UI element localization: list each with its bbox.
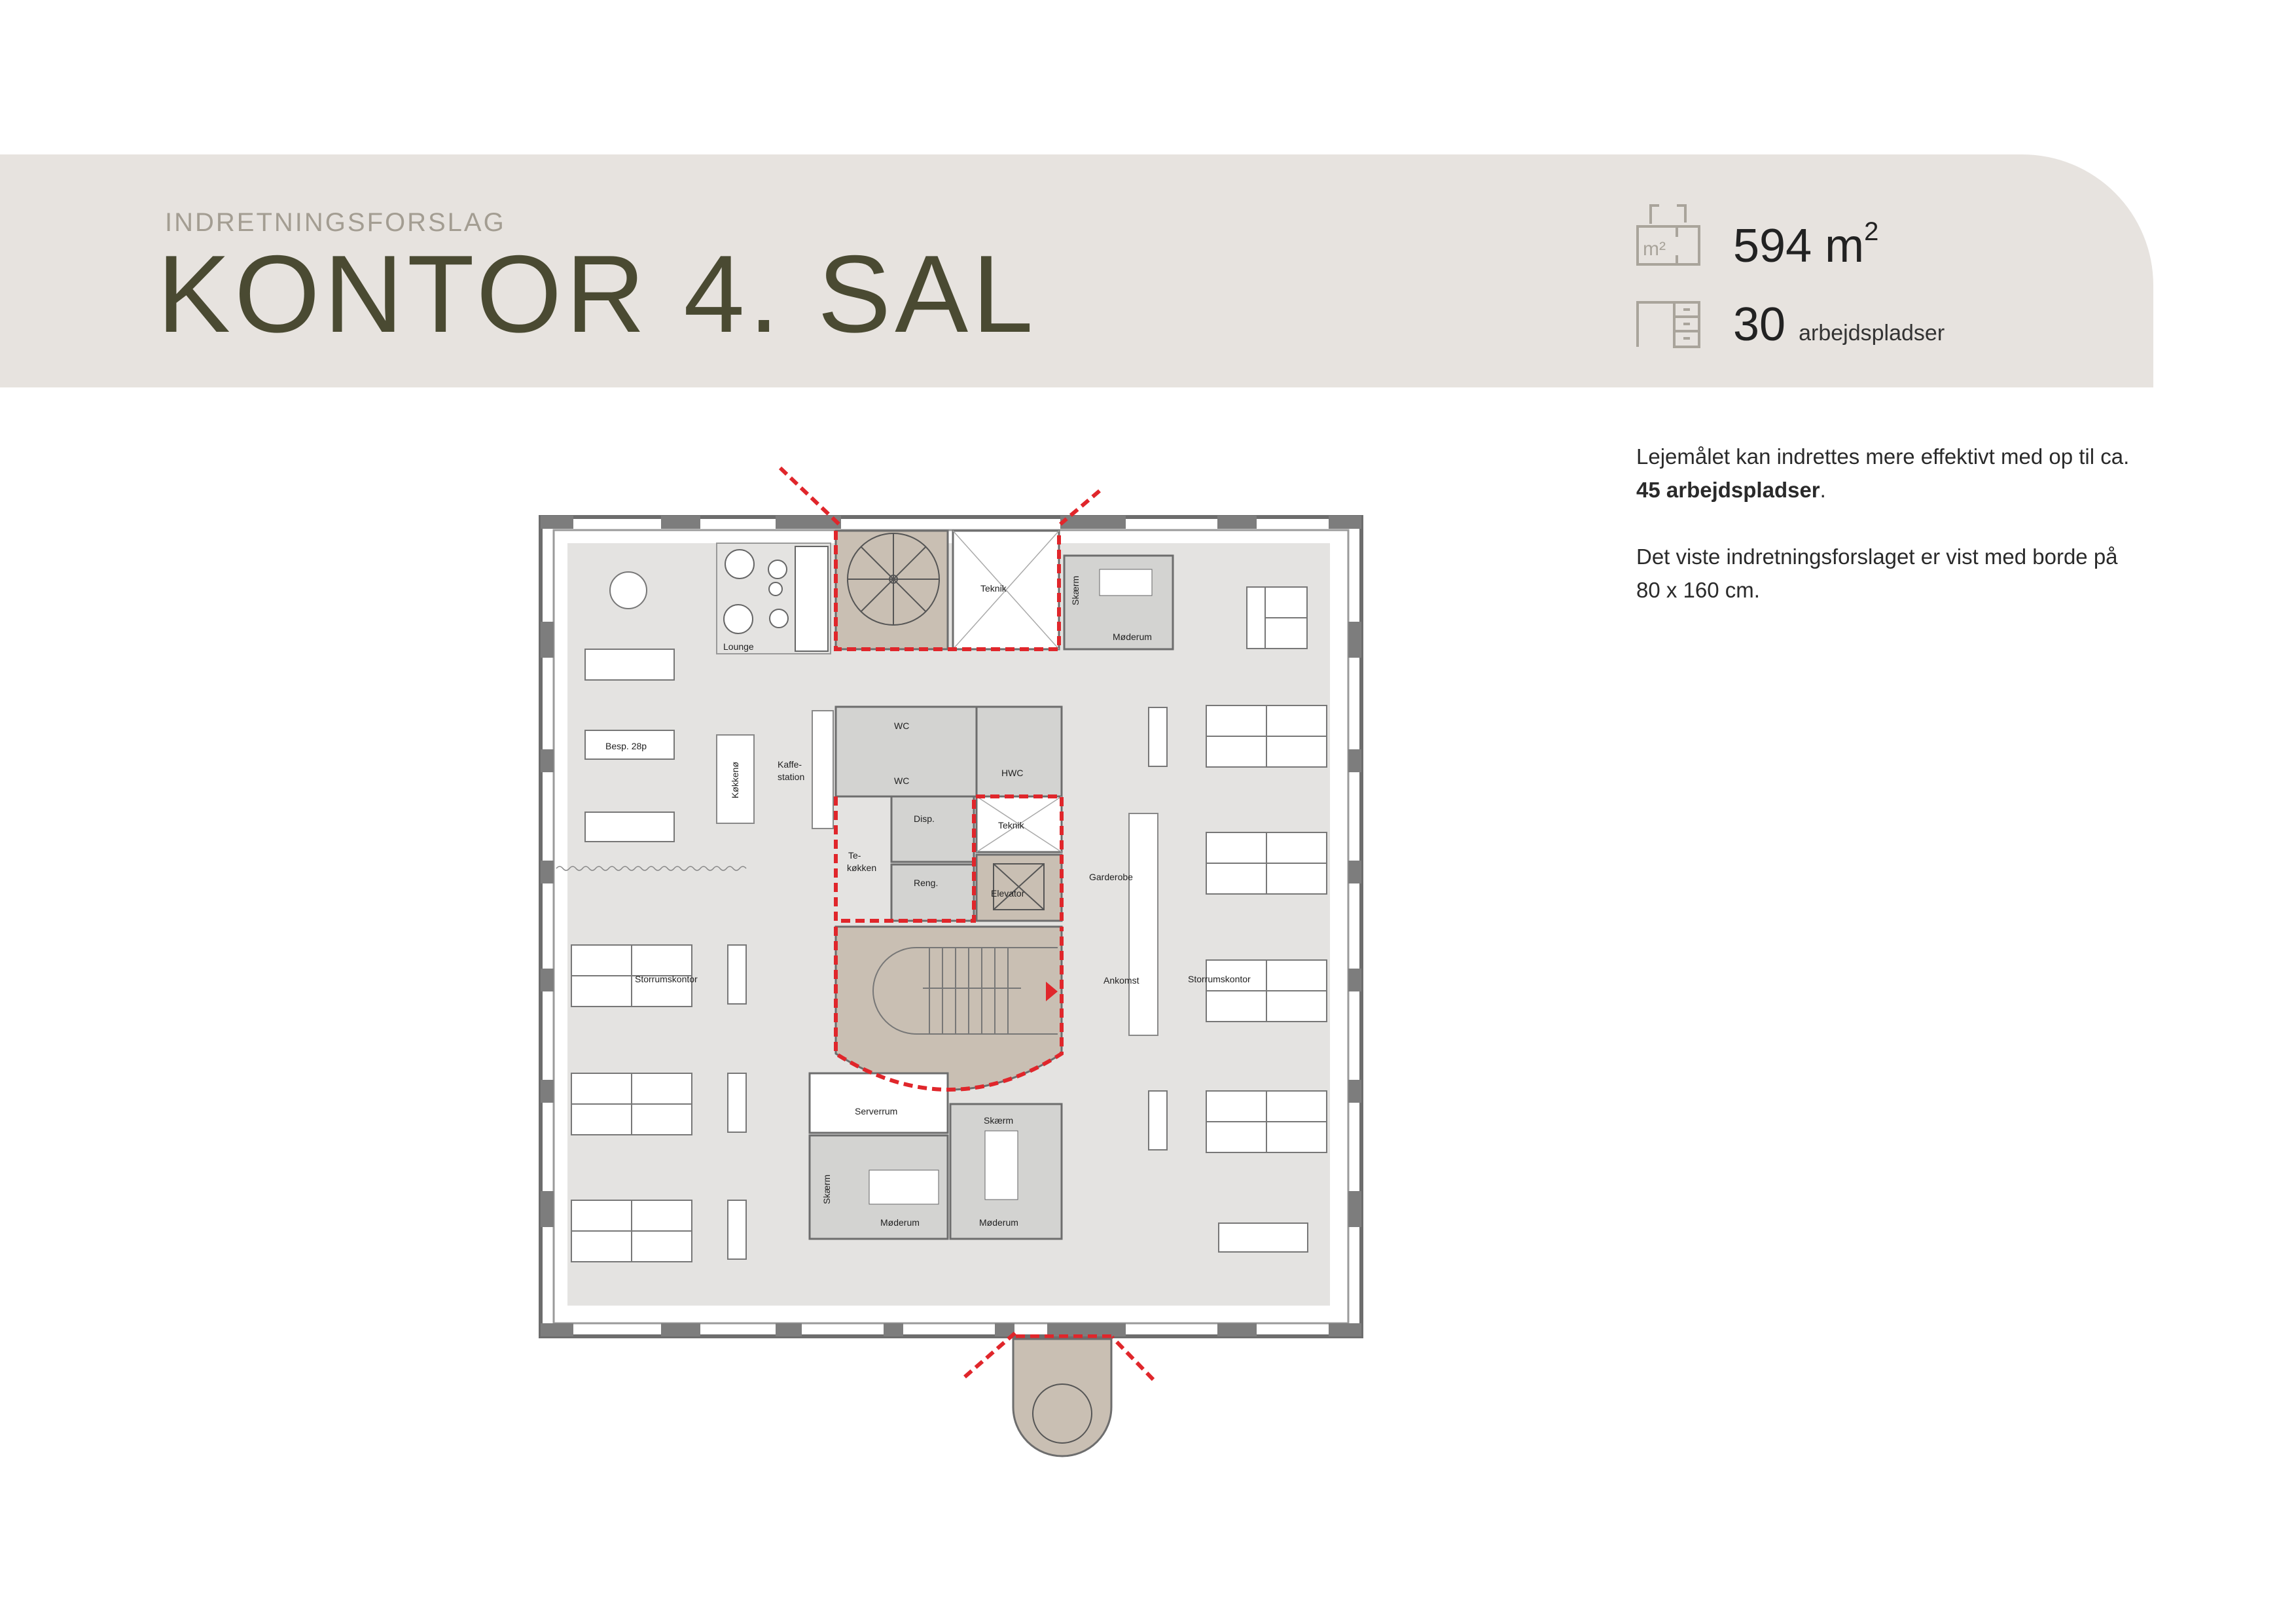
workstations-value: 30 bbox=[1733, 298, 1786, 351]
area-unit-sup: 2 bbox=[1864, 217, 1879, 246]
arrival-arrow-icon bbox=[1046, 982, 1058, 1001]
desks bbox=[571, 571, 1327, 1262]
kitchen-island bbox=[716, 734, 755, 824]
area-value: 594 m bbox=[1733, 220, 1865, 272]
description-p1: Lejemålet kan indrettes mere effektivt m… bbox=[1636, 440, 2134, 507]
label-reng: Reng. bbox=[914, 878, 938, 888]
label-te-2: køkken bbox=[847, 863, 876, 873]
floor-plan-m2-icon: m² bbox=[1636, 204, 1700, 266]
area-stat: 594 m2 bbox=[1733, 219, 1878, 272]
p1-end: . bbox=[1820, 478, 1826, 502]
label-storrum-right: Storrumskontor bbox=[1188, 974, 1251, 984]
label-kokkeno: Køkkenø bbox=[730, 762, 740, 798]
external-stair-icon bbox=[1032, 1383, 1092, 1444]
main-stair-icon bbox=[872, 947, 1058, 1035]
label-disp: Disp. bbox=[914, 813, 935, 824]
hwc-room bbox=[975, 705, 1063, 798]
curtain bbox=[556, 866, 747, 871]
workstations-unit: arbejdspladser bbox=[1799, 321, 1945, 346]
workstations-stat: 30 arbejdspladser bbox=[1733, 301, 1945, 348]
label-wc-1: WC bbox=[894, 721, 909, 731]
server-room bbox=[808, 1072, 949, 1134]
disp-room bbox=[890, 795, 975, 863]
meeting-table-bl bbox=[869, 1169, 939, 1205]
label-besp: Besp. 28p bbox=[605, 741, 647, 751]
p1-text: Lejemålet kan indrettes mere effektivt m… bbox=[1636, 444, 2130, 469]
svg-text:m²: m² bbox=[1643, 238, 1666, 260]
label-kaffe-1: Kaffe- bbox=[778, 759, 802, 770]
meeting-table-top bbox=[1099, 569, 1153, 596]
meeting-table-br bbox=[984, 1130, 1018, 1200]
label-serverrum: Serverrum bbox=[855, 1106, 897, 1116]
description-p2: Det viste indretningsforslaget er vist m… bbox=[1636, 544, 2118, 602]
label-skaerm-top: Skærm bbox=[1070, 576, 1081, 605]
coffee-station-counter bbox=[812, 710, 834, 829]
header-band bbox=[0, 154, 2153, 387]
desk-icon bbox=[1636, 301, 1700, 348]
label-te-1: Te- bbox=[848, 850, 861, 861]
page-eyebrow: INDRETNINGSFORSLAG bbox=[165, 208, 506, 237]
label-moderum-bl: Møderum bbox=[880, 1217, 920, 1228]
spiral-stair-room bbox=[834, 529, 949, 651]
label-storrum-left: Storrumskontor bbox=[635, 974, 698, 984]
building-inner-wall bbox=[552, 529, 1350, 1325]
page-title: KONTOR 4. SAL bbox=[157, 232, 1037, 355]
main-stair-room bbox=[834, 925, 1063, 1091]
garderobe bbox=[1128, 813, 1158, 1036]
label-moderum-br: Møderum bbox=[979, 1217, 1018, 1228]
label-skaerm-br: Skærm bbox=[984, 1115, 1013, 1126]
label-teknik-mid: Teknik bbox=[998, 820, 1025, 830]
spiral-stair-icon bbox=[847, 533, 940, 626]
description: Lejemålet kan indrettes mere effektivt m… bbox=[1636, 440, 2134, 640]
label-skaerm-bl: Skærm bbox=[821, 1175, 832, 1204]
label-garderobe: Garderobe bbox=[1089, 872, 1133, 882]
external-spiral-stair bbox=[1012, 1338, 1113, 1457]
label-wc-2: WC bbox=[894, 776, 909, 786]
reng-room bbox=[890, 863, 975, 922]
label-kaffe-2: station bbox=[778, 772, 804, 782]
fire-section-lines bbox=[778, 466, 1155, 1382]
label-ankomst: Ankomst bbox=[1103, 975, 1139, 986]
window-columns bbox=[541, 516, 1361, 1336]
p1-bold: 45 arbejdspladser bbox=[1636, 478, 1820, 502]
lounge-furniture bbox=[723, 546, 829, 652]
label-lounge: Lounge bbox=[723, 641, 754, 652]
label-moderum-top: Møderum bbox=[1113, 632, 1152, 642]
label-hwc: HWC bbox=[1001, 768, 1023, 778]
label-elevator: Elevator bbox=[991, 888, 1025, 899]
label-teknik-top: Teknik bbox=[980, 583, 1007, 594]
